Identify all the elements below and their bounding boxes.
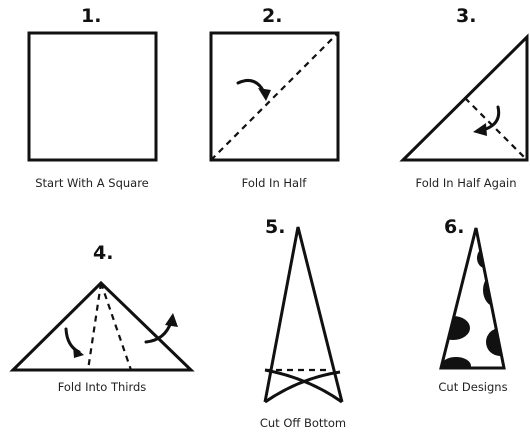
- cut-curve-right: [264, 368, 343, 404]
- step-5-caption: Cut Off Bottom: [260, 416, 346, 430]
- step-4-caption: Fold Into Thirds: [58, 380, 147, 394]
- diagonal-fold-line: [210, 32, 339, 161]
- step-1-caption: Start With A Square: [35, 176, 149, 190]
- fold-left-arrowhead-icon: [73, 346, 84, 358]
- step-2-number: 2.: [262, 5, 282, 27]
- triangle-shape: [9, 280, 195, 372]
- step-2: 2. Fold In Half: [209, 5, 340, 190]
- cone-shape: [439, 227, 506, 370]
- step-3: 3. Fold In Half Again: [399, 5, 529, 190]
- step-6: 6. Cut Designs: [438, 216, 507, 394]
- half-fold-line: [464, 97, 528, 161]
- square-shape: [27, 31, 158, 162]
- square-shape: [209, 31, 340, 162]
- cut-design-shape: [441, 357, 471, 368]
- cut-curve-left: [264, 370, 341, 404]
- step-3-number: 3.: [456, 5, 476, 27]
- step-2-caption: Fold In Half: [242, 176, 308, 190]
- step-1: 1. Start With A Square: [27, 5, 158, 190]
- cone-shape: [263, 226, 344, 403]
- fold-arrowhead-icon: [258, 88, 271, 101]
- step-3-caption: Fold In Half Again: [415, 176, 516, 190]
- fold-left-arrow-icon: [64, 327, 81, 354]
- step-6-number: 6.: [444, 216, 464, 238]
- fold-right-arrowhead-icon: [165, 313, 178, 327]
- third-fold-line-right: [99, 282, 133, 371]
- step-5: 5. Cut Off Bottom: [260, 216, 346, 430]
- step-6-caption: Cut Designs: [438, 380, 507, 394]
- step-5-number: 5.: [265, 216, 285, 238]
- step-4: 4. Fold Into Thirds: [9, 242, 195, 394]
- fold-arrowhead-icon: [473, 123, 487, 136]
- step-4-number: 4.: [93, 242, 113, 264]
- step-1-number: 1.: [81, 5, 101, 27]
- third-fold-line-left: [86, 282, 103, 371]
